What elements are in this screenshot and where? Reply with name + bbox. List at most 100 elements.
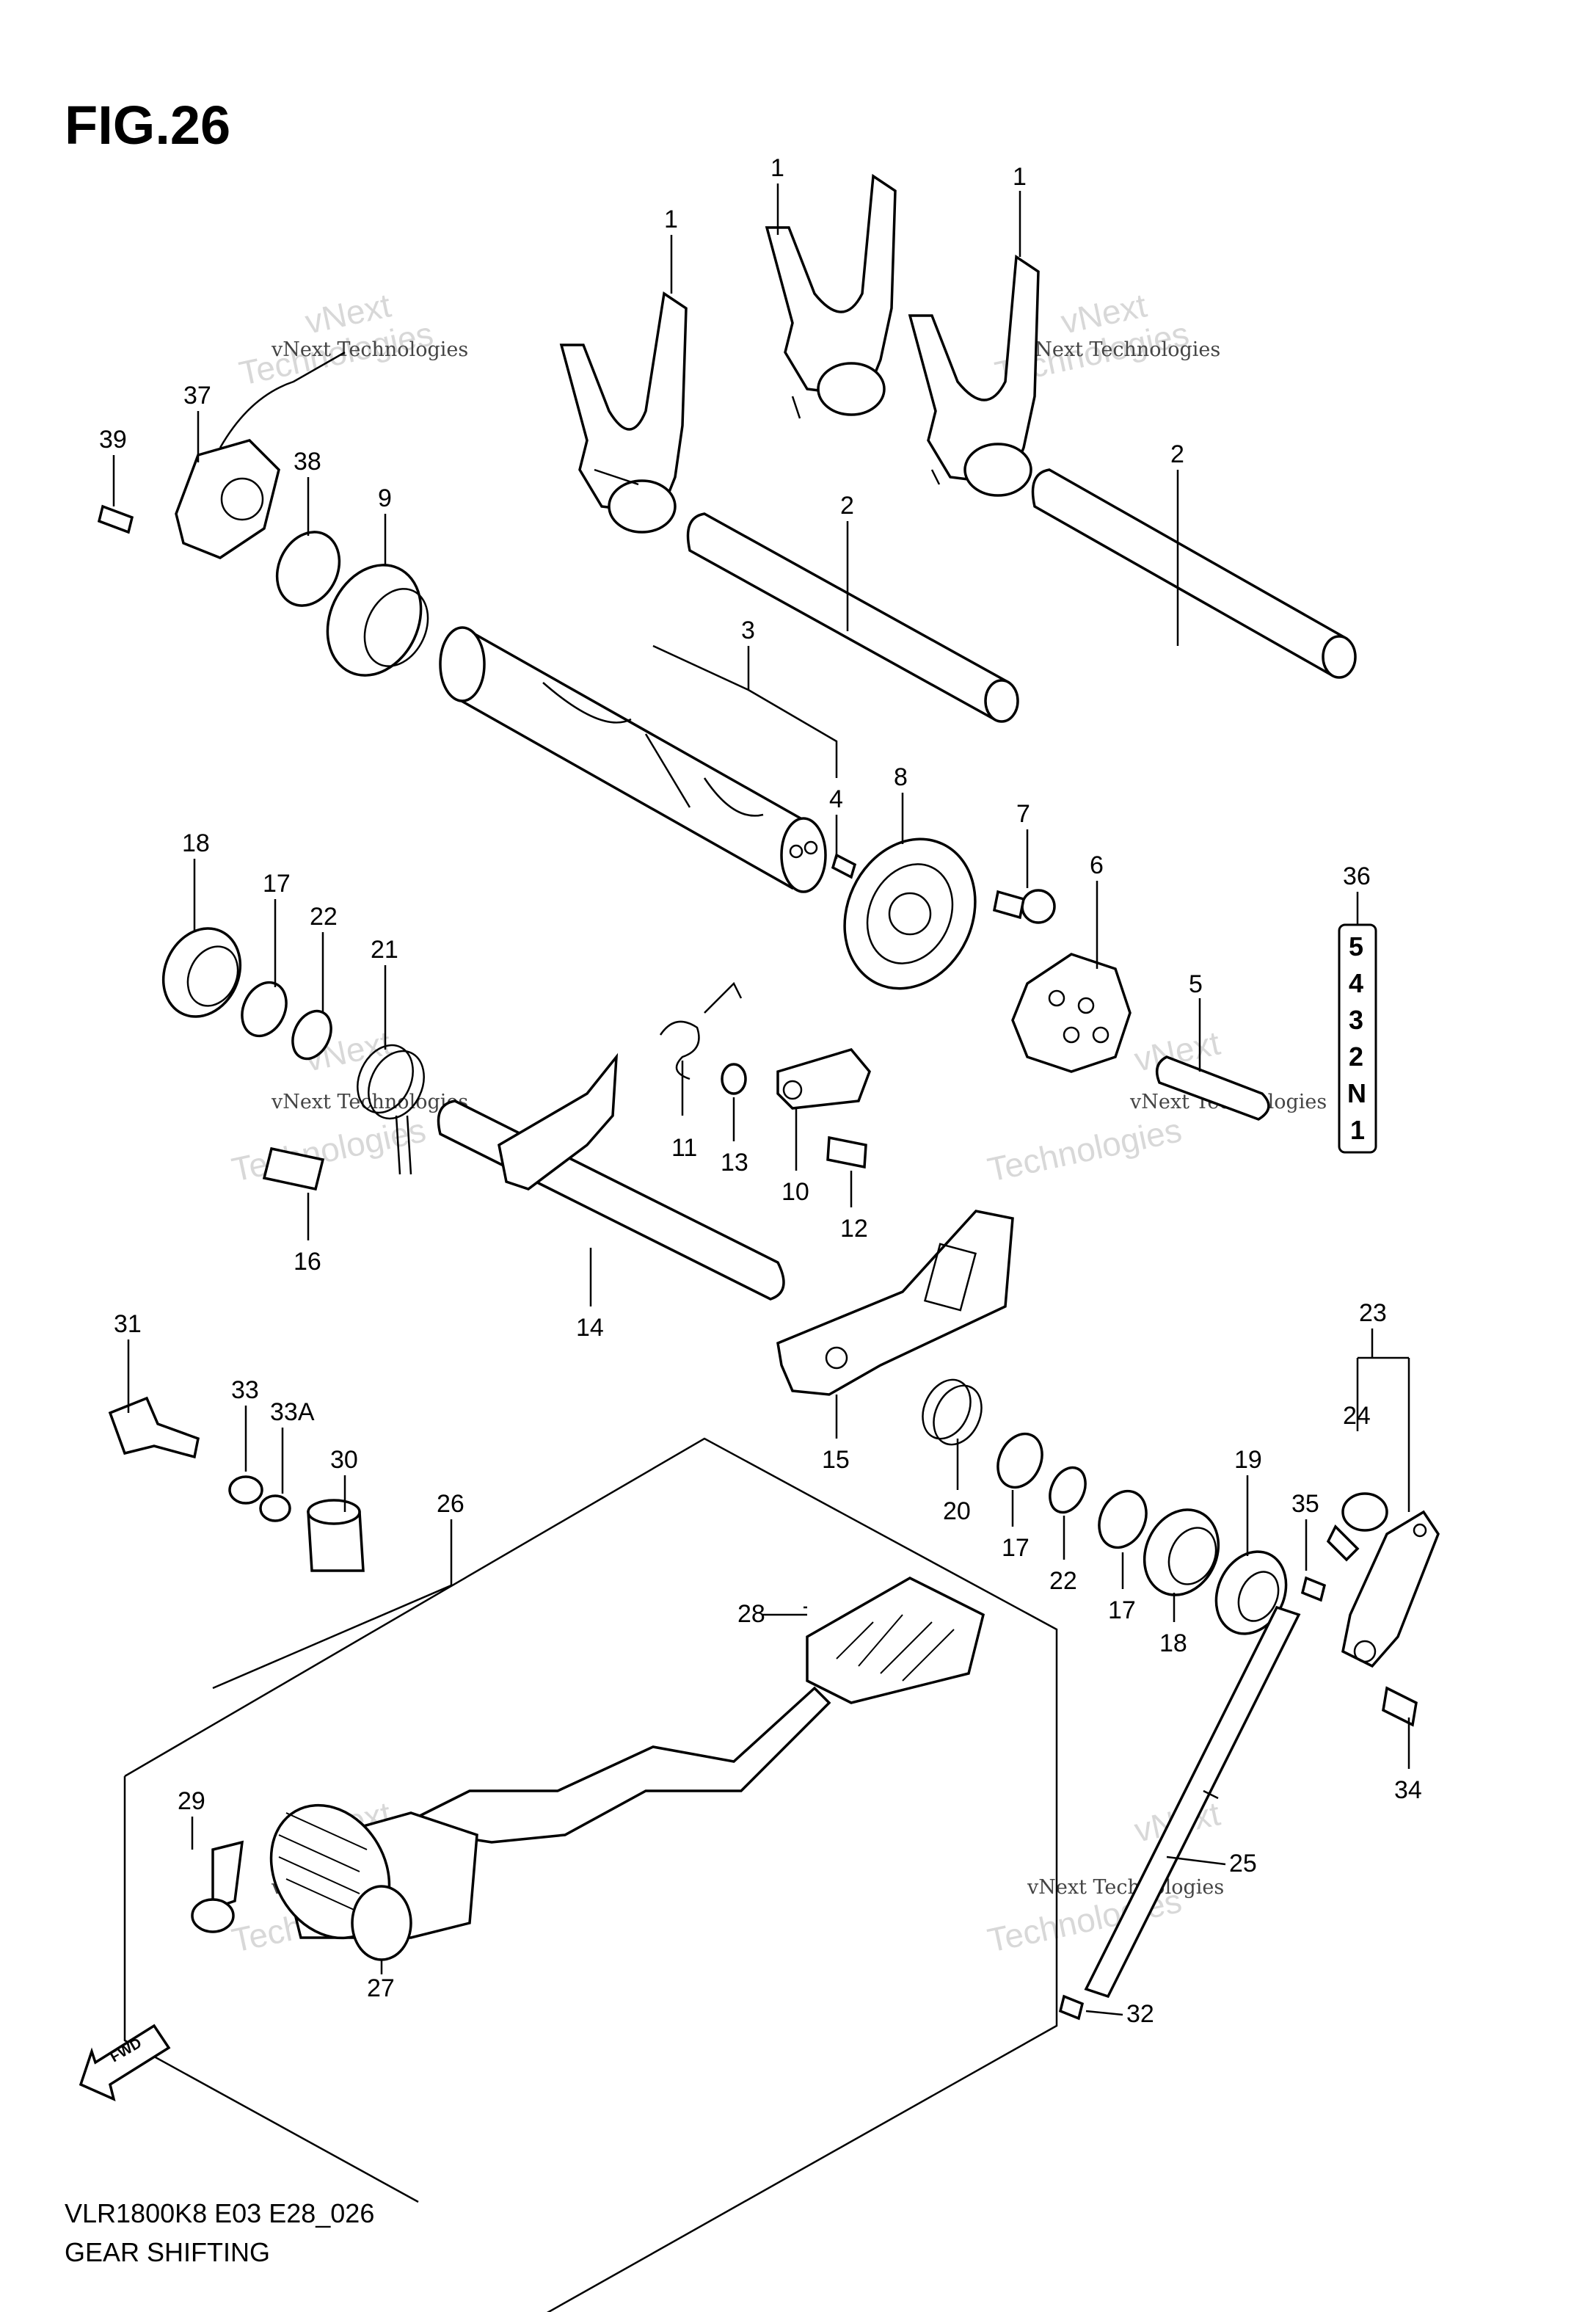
shift-fork-center: [765, 173, 897, 419]
washer-17b: [996, 1432, 1043, 1489]
callout-29: 29: [178, 1787, 205, 1815]
cam-stopper-10: [776, 1047, 871, 1110]
cam-pin: [831, 853, 857, 879]
callout-22: 22: [310, 903, 338, 931]
callout-24: 24: [1343, 1402, 1371, 1430]
callout-28: 28: [737, 1600, 765, 1628]
svg-text:Technologies: Technologies: [984, 1110, 1184, 1189]
cam-stopper-spring-11: [659, 981, 743, 1080]
callout-18: 18: [1159, 1629, 1187, 1657]
leader-lines: [112, 183, 1410, 2016]
callout-20: 20: [943, 1497, 971, 1525]
pedal-frame: [123, 1437, 1058, 2312]
callout-30: 30: [330, 1446, 358, 1474]
callout-33a: 33A: [270, 1398, 315, 1426]
callout-1: 1: [1013, 163, 1027, 191]
svg-text:N: N: [1347, 1078, 1366, 1108]
oil-seal-19: [1214, 1550, 1288, 1635]
stopper-bolt-12: [826, 1135, 867, 1169]
cam-plate-bolt: [992, 889, 1056, 924]
callout-7: 7: [1016, 800, 1030, 828]
callout-17: 17: [1108, 1596, 1136, 1624]
callout-23: 23: [1359, 1299, 1387, 1327]
callout-27: 27: [367, 1974, 395, 2002]
pedal-bolt-31: [108, 1396, 200, 1459]
fork-shaft-left: [686, 512, 1019, 723]
spring-20: [922, 1378, 983, 1446]
callout-labels: 1 1 1 2 2 3 4 5 6 7 8 9 10 11 12 13 14 1…: [99, 154, 1422, 2028]
callout-36: 36: [1343, 862, 1371, 890]
washer-17: [241, 981, 288, 1038]
washer-13: [721, 1063, 747, 1095]
callout-15: 15: [822, 1446, 850, 1474]
callout-11: 11: [671, 1134, 697, 1162]
shift-fork-left: [559, 291, 688, 534]
shift-arm-23: [1341, 1510, 1440, 1668]
shift-arm-plate: [776, 1210, 1014, 1396]
spacer-30: [307, 1499, 365, 1572]
gear-position-switch: [175, 351, 346, 559]
callout-22: 22: [1049, 1567, 1077, 1595]
model-code: VLR1800K8 E03 E28_026: [65, 2198, 375, 2228]
callout-32: 32: [1126, 2000, 1154, 2028]
callout-38: 38: [294, 448, 321, 476]
washer-17c: [1098, 1489, 1148, 1549]
nut-35: [1300, 1576, 1327, 1602]
callout-9: 9: [378, 484, 392, 512]
callout-1: 1: [770, 154, 784, 182]
circlip-22b: [1049, 1466, 1087, 1514]
callout-13: 13: [721, 1149, 748, 1177]
callout-10: 10: [781, 1178, 809, 1206]
callout-35: 35: [1291, 1490, 1319, 1518]
shift-rod-25: [1084, 1605, 1301, 1999]
svg-text:3: 3: [1349, 1005, 1363, 1035]
svg-text:vNext Technologies: vNext Technologies: [271, 338, 468, 361]
needle-bearing-9: [326, 564, 429, 677]
figure-title: FIG.26: [65, 95, 231, 156]
svg-text:vNext Technologies: vNext Technologies: [1027, 1876, 1224, 1899]
gear-indicator-36: 5 4 3 2 N 1: [1338, 923, 1377, 1154]
svg-text:4: 4: [1349, 968, 1363, 998]
cam-bearing: [843, 837, 977, 990]
shift-bush-29: [191, 1840, 244, 1933]
callout-39: 39: [99, 426, 127, 454]
gear-shift-cam: [439, 626, 827, 893]
o-ring: [275, 531, 341, 607]
arm-stopper-16: [262, 1146, 325, 1191]
svg-text:5: 5: [1349, 931, 1363, 961]
callout-25: 25: [1229, 1850, 1257, 1877]
switch-bolt: [97, 504, 134, 534]
callout-8: 8: [894, 763, 908, 791]
gear-position-pin: [1155, 1055, 1270, 1121]
callout-33: 33: [231, 1376, 259, 1404]
callout-14: 14: [576, 1314, 604, 1342]
callout-16: 16: [294, 1248, 321, 1276]
return-spring-21: [357, 1044, 425, 1175]
figure-caption: GEAR SHIFTING: [65, 2237, 271, 2267]
callout-21: 21: [371, 936, 398, 964]
shift-fork-right: [908, 254, 1040, 497]
bolt-34: [1382, 1686, 1418, 1727]
washer-33a: [259, 1494, 291, 1522]
shift-link-joint-24: [1326, 1492, 1388, 1562]
callout-2: 2: [1170, 440, 1184, 468]
callout-4: 4: [829, 785, 843, 813]
svg-text:vNext Technologies: vNext Technologies: [1023, 338, 1220, 361]
pedal-pivot-27: [269, 1803, 412, 1961]
fork-shaft-right: [1031, 468, 1357, 679]
callout-26: 26: [437, 1490, 464, 1518]
callout-37: 37: [183, 382, 211, 410]
needle-bearing-18: [161, 927, 242, 1018]
callout-18: 18: [182, 829, 210, 857]
callout-17: 17: [263, 870, 291, 898]
shift-shaft: [437, 1053, 785, 1301]
callout-3: 3: [741, 617, 755, 644]
callout-1: 1: [664, 206, 678, 233]
callout-6: 6: [1090, 851, 1104, 879]
callout-5: 5: [1189, 970, 1203, 998]
shift-pedal-rubber-28: [806, 1577, 985, 1704]
washer-33: [228, 1475, 263, 1505]
callout-17: 17: [1002, 1534, 1030, 1562]
svg-text:1: 1: [1350, 1115, 1365, 1145]
